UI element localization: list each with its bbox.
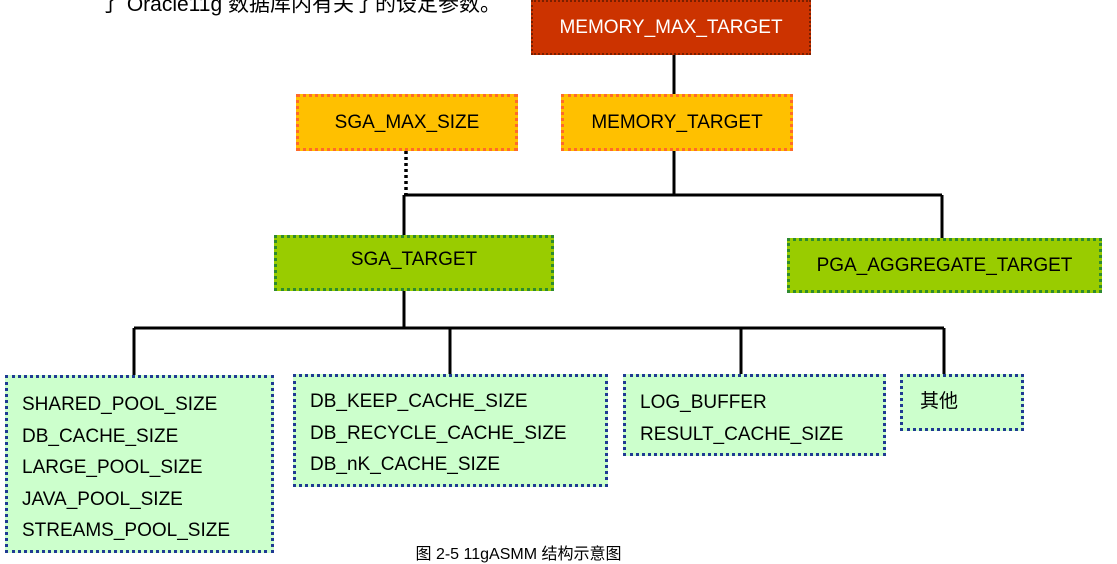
leaf-item: 其他: [920, 391, 959, 412]
leaf-item: STREAMS_POOL_SIZE: [22, 520, 231, 541]
leaf-item: SHARED_POOL_SIZE: [22, 394, 218, 415]
memory-target-box: MEMORY_TARGET: [561, 94, 793, 151]
leaf-item: DB_nK_CACHE_SIZE: [310, 454, 501, 475]
figure-caption: 图 2-5 11gASMM 结构示意图: [415, 546, 622, 563]
leaf-item: DB_CACHE_SIZE: [22, 425, 179, 447]
pga-aggregate-target-box: PGA_AGGREGATE_TARGET: [787, 238, 1102, 293]
leaf-item: JAVA_POOL_SIZE: [22, 488, 183, 510]
leaf-item: LOG_BUFFER: [640, 392, 767, 413]
sga-max-size-box: SGA_MAX_SIZE: [296, 94, 518, 151]
intro-text: 了 Oracle11g 数据库内有关了的设定参数。: [100, 0, 501, 16]
leaf-item: RESULT_CACHE_SIZE: [640, 423, 844, 445]
leaf-pools-box: SHARED_POOL_SIZE DB_CACHE_SIZE LARGE_POO…: [5, 375, 274, 553]
leaf-item: LARGE_POOL_SIZE: [22, 457, 203, 478]
memory-max-target-box: MEMORY_MAX_TARGET: [531, 0, 811, 55]
leaf-item: DB_RECYCLE_CACHE_SIZE: [310, 422, 567, 444]
leaf-buffers-box: LOG_BUFFER RESULT_CACHE_SIZE: [623, 374, 886, 456]
sga-target-box: SGA_TARGET: [274, 235, 554, 291]
leaf-item: DB_KEEP_CACHE_SIZE: [310, 391, 528, 412]
leaf-caches-box: DB_KEEP_CACHE_SIZE DB_RECYCLE_CACHE_SIZE…: [293, 374, 608, 487]
leaf-other-box: 其他: [900, 374, 1024, 431]
